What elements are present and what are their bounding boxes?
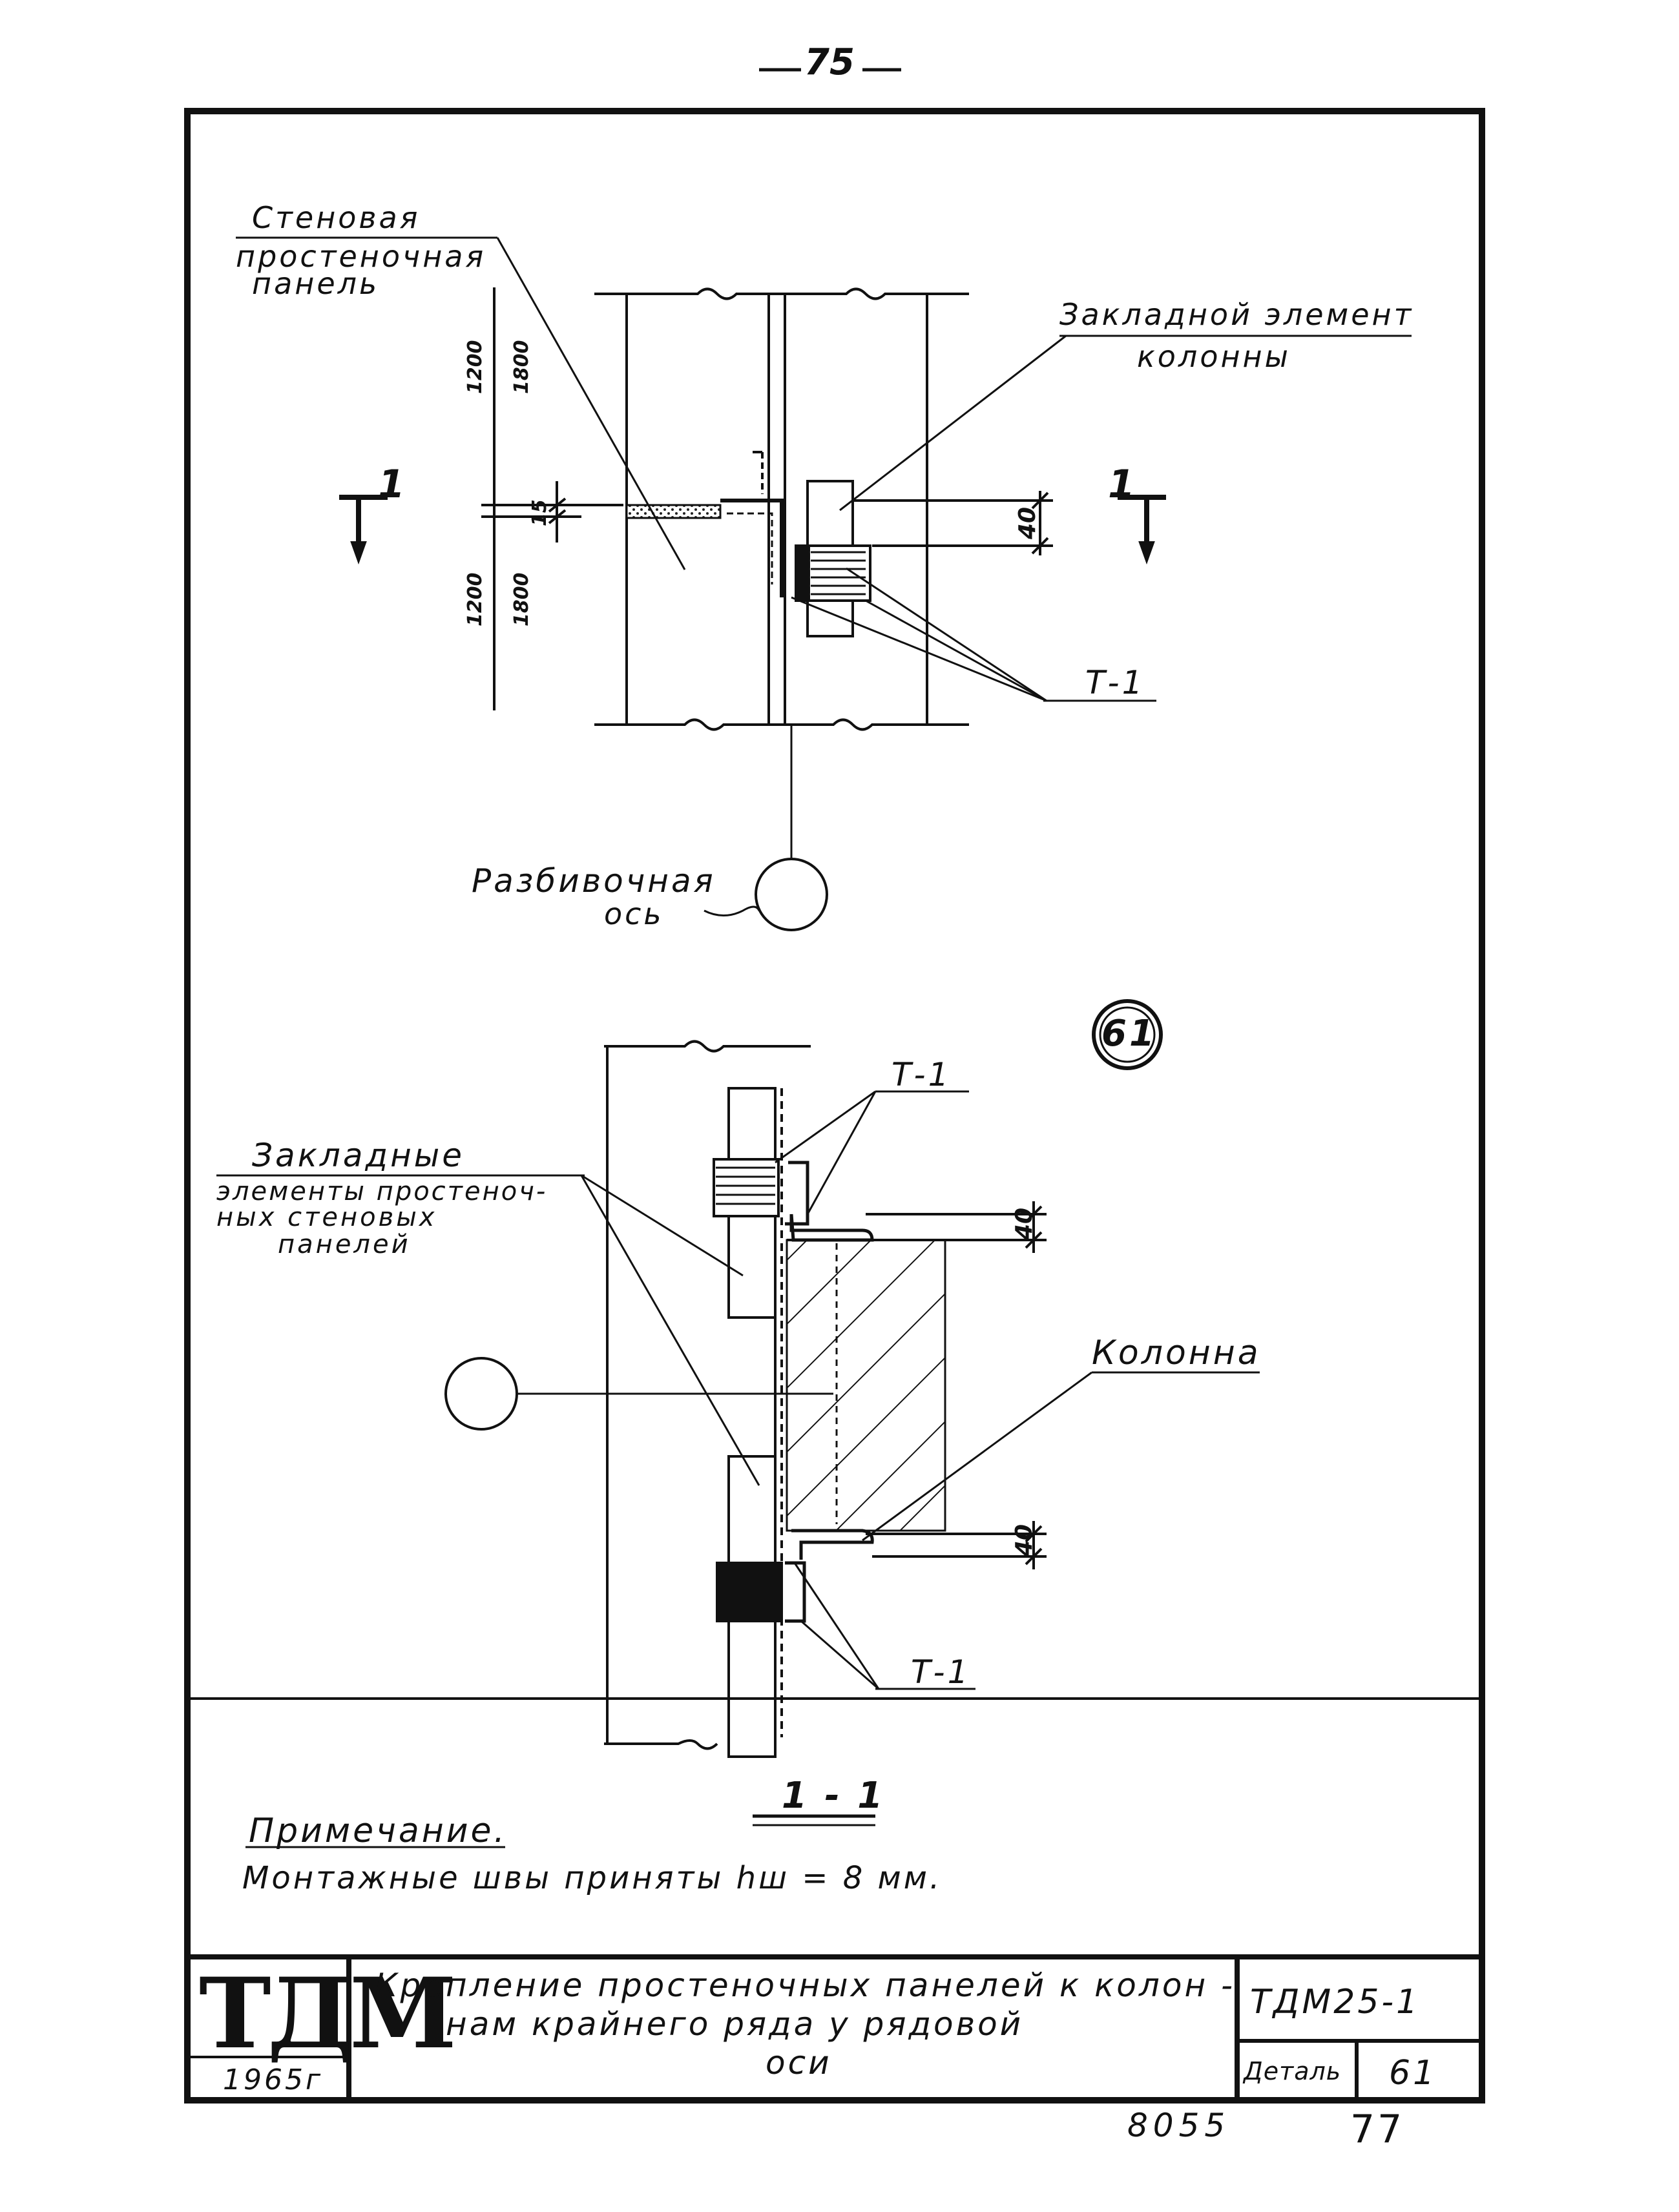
section-mark-right: 1	[1108, 462, 1138, 507]
title-block-frame	[185, 1954, 1485, 2103]
section-view	[216, 1040, 1260, 1848]
dim-upper-1200: 1200	[464, 340, 486, 395]
dim-offset-40-section-top: 40	[1011, 1207, 1038, 1240]
title-block-year: 1965г	[223, 2063, 324, 2096]
footer-sheet-number: 77	[1350, 2107, 1405, 2152]
dim-gap-15: 15	[528, 499, 551, 526]
dim-lower-1200: 1200	[464, 572, 486, 627]
label-axis-line2: ось	[604, 896, 664, 931]
note-text: Монтажные швы приняты hш = 8 мм.	[242, 1860, 943, 1896]
detail-circle	[1092, 999, 1163, 1070]
logo-tdm: ТДМ	[199, 1957, 457, 2071]
title-block-title-line1: Крепление простеночных панелей к колон -	[375, 1967, 1236, 2004]
label-panel-embedded-line2: элементы простеноч-	[216, 1177, 548, 1206]
label-panel-embedded-line4: панелей	[278, 1230, 411, 1259]
plan-view	[236, 236, 1412, 931]
page-number: 75	[804, 41, 855, 83]
label-wall-panel-line3: панель	[252, 266, 380, 301]
title-block-detail-label: Деталь	[1244, 2057, 1342, 2085]
title-block-detail-number: 61	[1389, 2054, 1437, 2093]
title-block-title-line2: нам крайнего ряда у рядовой	[446, 2005, 1024, 2043]
label-column-embedded-line2: колонны	[1137, 339, 1291, 374]
section-title: 1 - 1	[782, 1775, 886, 1817]
column-hatch	[786, 1239, 946, 1532]
label-axis-line1: Разбивочная	[472, 862, 716, 900]
label-t1-plan: Т-1	[1085, 664, 1145, 701]
title-block-title-line3: оси	[766, 2044, 832, 2082]
dim-upper-1800: 1800	[510, 340, 533, 395]
label-panel-embedded-line1: Закладные	[252, 1137, 464, 1174]
dim-lower-1800: 1800	[510, 572, 533, 627]
dim-offset-40-upper: 40	[1014, 506, 1041, 539]
label-wall-panel-line1: Стеновая	[252, 200, 421, 235]
label-panel-embedded-line3: ных стеновых	[216, 1203, 437, 1232]
axis-circle-upper	[755, 858, 828, 931]
label-column: Колонна	[1092, 1334, 1261, 1372]
title-block-code: ТДМ25-1	[1250, 1983, 1421, 2021]
section-mark-left: 1	[378, 462, 408, 507]
note-title: Примечание.	[249, 1812, 508, 1850]
label-t1-section-bottom: Т-1	[911, 1653, 971, 1691]
label-column-embedded-line1: Закладной элемент	[1059, 297, 1414, 332]
dim-offset-40-section-bottom: 40	[1011, 1524, 1038, 1556]
footer-archive-number: 8055	[1127, 2107, 1231, 2144]
label-wall-panel-line2: простеночная	[236, 239, 486, 274]
label-t1-section-top: Т-1	[892, 1056, 952, 1093]
detail-circle-number: 61	[1101, 1013, 1157, 1055]
axis-circle-lower	[444, 1357, 518, 1431]
